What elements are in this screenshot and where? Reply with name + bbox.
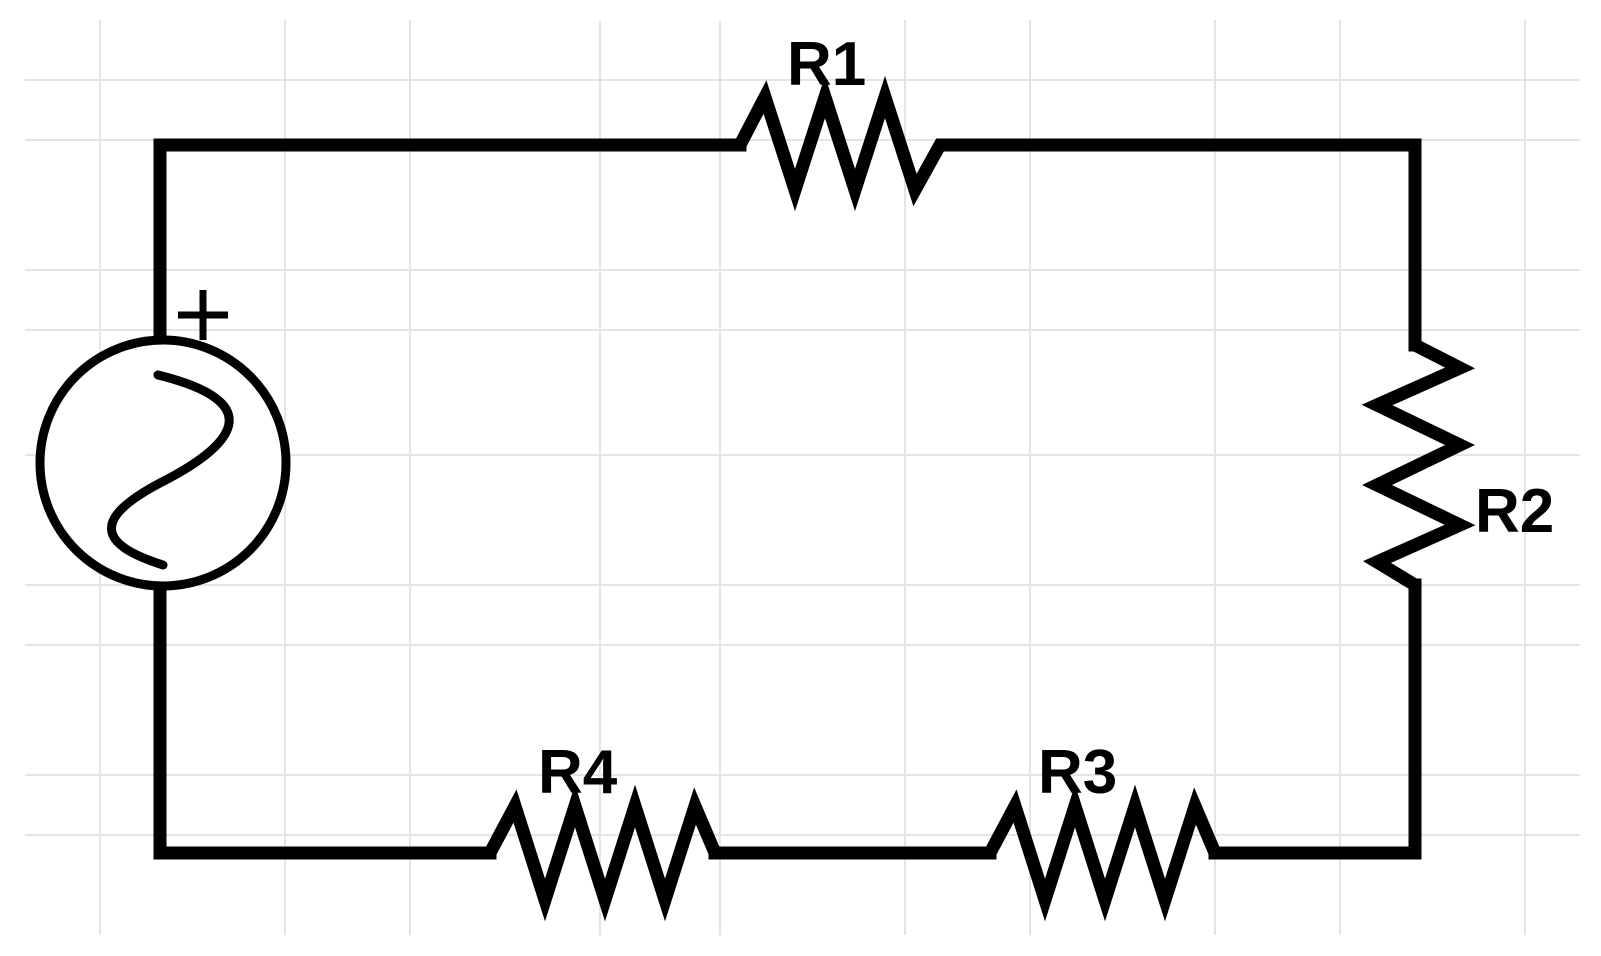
label-r2: R2	[1475, 477, 1554, 546]
resistor-r1	[734, 75, 960, 212]
label-r3: R3	[1038, 738, 1117, 807]
ac-voltage-source	[35, 335, 291, 591]
sine-wave-icon	[107, 370, 234, 570]
wire-r2-to-r3	[1208, 578, 1422, 860]
resistor-r2	[1361, 339, 1476, 591]
resistor-r4	[484, 784, 721, 922]
wire-r4-to-source	[153, 583, 497, 860]
plus-sign	[178, 290, 228, 340]
wire-source-to-r1	[153, 138, 747, 342]
resistor-r3	[984, 784, 1221, 922]
wire-r1-to-r2	[953, 138, 1422, 352]
label-r1: R1	[787, 30, 866, 99]
label-r4: R4	[538, 738, 618, 807]
